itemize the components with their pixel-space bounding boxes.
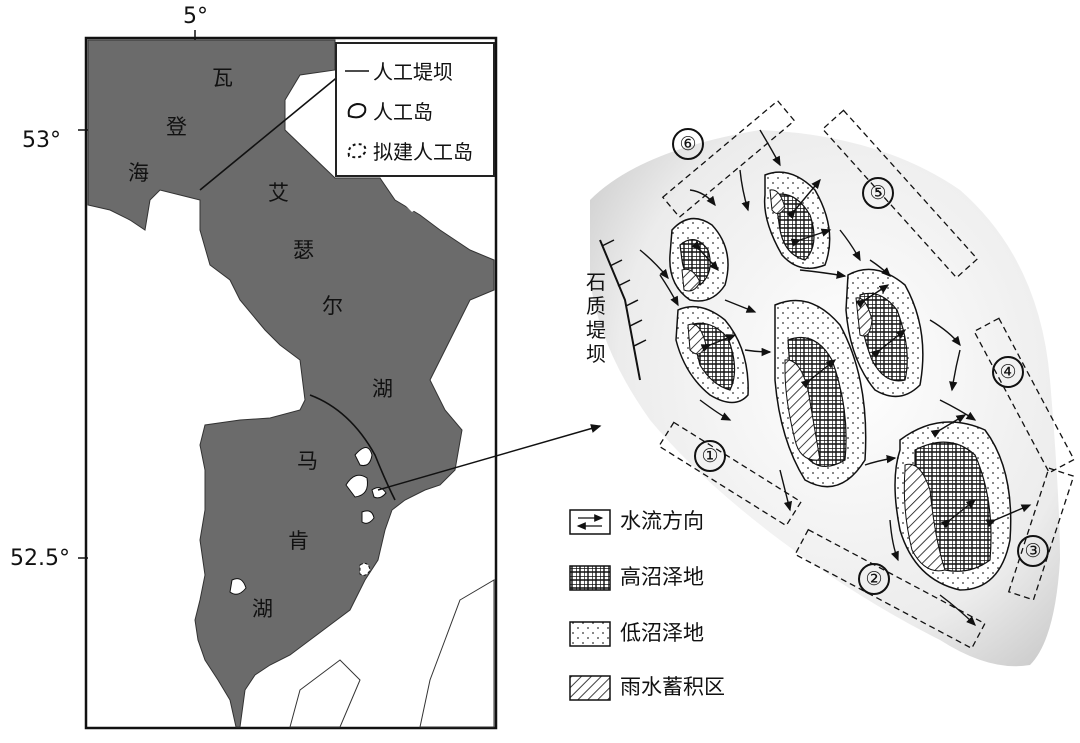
place-wadden-char: 登 xyxy=(166,115,187,139)
legend-planned-row: 拟建人工岛 xyxy=(343,136,473,165)
legend-island-row: 人工岛 xyxy=(343,96,433,125)
zone-box-1 xyxy=(658,421,802,527)
dam-line-symbol xyxy=(345,69,369,72)
zone-label-6: ⑥ xyxy=(672,128,704,160)
place-markermeer-char: 马 xyxy=(297,449,318,473)
stone-dam-char: 坝 xyxy=(586,342,606,366)
zone-box-4 xyxy=(973,317,1075,474)
legend-dam-label: 人工堤坝 xyxy=(373,60,453,84)
zone-box-5 xyxy=(821,109,979,279)
artificial-island xyxy=(354,447,373,466)
island-rain-area xyxy=(769,189,786,214)
place-markermeer-char: 肯 xyxy=(288,529,309,553)
zone-label-1: ① xyxy=(694,440,726,472)
dam-line-houtribdijk xyxy=(309,394,396,501)
lat-label: 53° xyxy=(22,128,61,153)
artificial-island xyxy=(345,474,368,498)
place-wadden-char: 瓦 xyxy=(212,66,233,90)
legend-flow-symbol xyxy=(569,509,611,535)
lon-label: 5° xyxy=(183,4,208,29)
legend-island-label: 人工岛 xyxy=(373,100,433,124)
artificial-island xyxy=(229,578,247,595)
zone-box-2 xyxy=(794,528,986,650)
zone-label-4: ④ xyxy=(992,356,1024,388)
artificial-island xyxy=(361,510,375,524)
island-symbol xyxy=(347,102,367,118)
place-ijsselmeer-char: 艾 xyxy=(268,181,289,205)
zone-box-3 xyxy=(1007,467,1075,601)
land-patch xyxy=(419,579,495,728)
planned-island-symbol xyxy=(347,142,367,158)
island-rain-area xyxy=(903,463,946,572)
artificial-island xyxy=(371,487,387,499)
map-legend: 人工堤坝 人工岛 拟建人工岛 xyxy=(335,42,495,177)
zone-label-2: ② xyxy=(858,563,890,595)
place-wadden-char: 海 xyxy=(128,161,149,185)
stone-dam-char: 堤 xyxy=(586,318,606,342)
legend-planned-label: 拟建人工岛 xyxy=(373,140,473,164)
zone-box-6 xyxy=(661,99,796,219)
place-ijsselmeer-char: 湖 xyxy=(372,377,393,401)
legend-flow-label: 水流方向 xyxy=(620,509,704,533)
land-patch xyxy=(289,659,361,728)
zone-label-3: ③ xyxy=(1017,535,1049,567)
legend-dam-row: 人工堤坝 xyxy=(343,56,453,85)
island-rain-area xyxy=(681,268,701,292)
stone-dam-char: 质 xyxy=(586,294,606,318)
islet xyxy=(484,229,494,241)
stone-dam-char: 石 xyxy=(586,270,606,294)
legend-high-marsh-label: 高沼泽地 xyxy=(620,565,704,589)
flow-arrows xyxy=(639,129,977,626)
lat-label: 52.5° xyxy=(10,546,70,571)
stone-dam-label: 石 质 堤 坝 xyxy=(585,270,607,366)
place-ijsselmeer-char: 瑟 xyxy=(293,238,314,262)
legend-low-marsh-symbol xyxy=(569,621,611,647)
legend-low-marsh-label: 低沼泽地 xyxy=(620,621,704,645)
place-ijsselmeer-char: 尔 xyxy=(322,294,343,318)
islet xyxy=(460,202,476,217)
connector-arrow xyxy=(377,424,602,491)
stone-dam-ticks xyxy=(601,239,647,347)
place-markermeer-char: 湖 xyxy=(252,597,273,621)
water-area xyxy=(87,39,495,728)
stone-dam xyxy=(599,239,641,381)
legend-rain-area-symbol xyxy=(569,675,611,701)
dam-line-afsluitdijk xyxy=(199,74,341,191)
legend-high-marsh-symbol xyxy=(569,565,611,591)
planned-island xyxy=(359,562,371,576)
legend-rain-area-label: 雨水蓄积区 xyxy=(620,675,725,699)
zone-label-5: ⑤ xyxy=(862,177,894,209)
islet xyxy=(400,192,421,212)
flow-double-arrows xyxy=(691,178,1032,529)
